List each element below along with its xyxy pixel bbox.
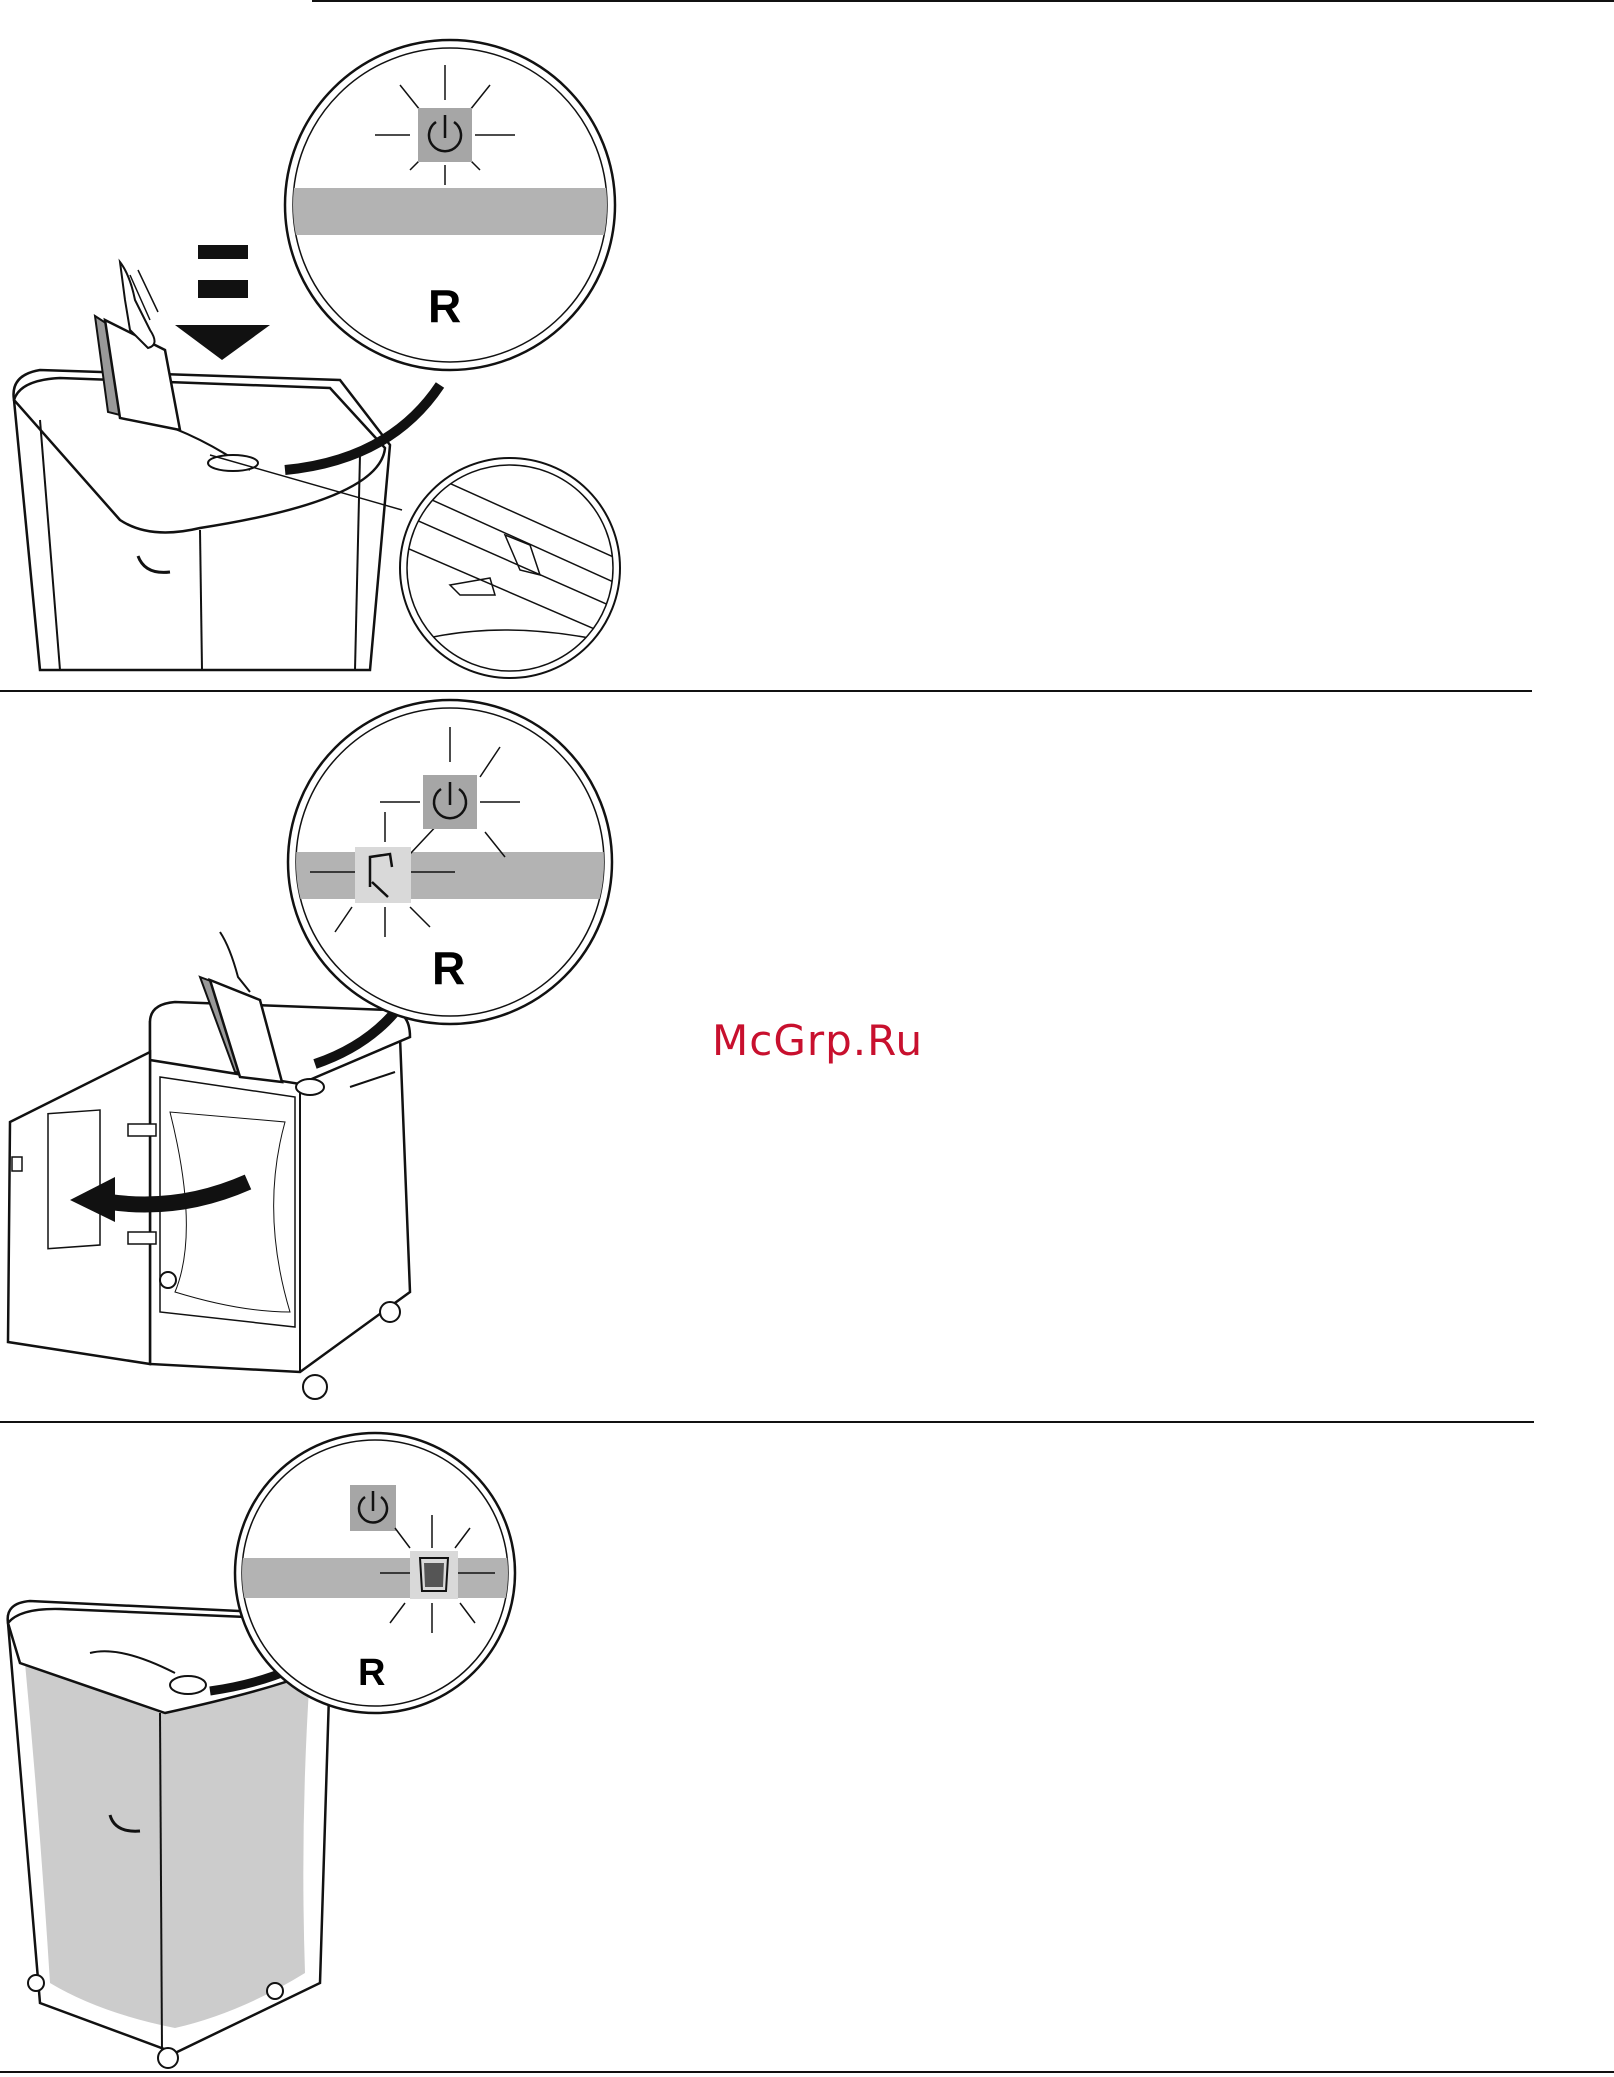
power-icon — [418, 108, 472, 162]
reset-label: R — [358, 1652, 385, 1694]
control-panel-magnified: R — [230, 1433, 530, 1713]
bottom-rule — [0, 2071, 1614, 2073]
illustration-insert-paper: R — [0, 0, 640, 690]
reset-label: R — [428, 280, 461, 332]
reset-label: R — [432, 942, 465, 994]
door-open-icon — [355, 847, 411, 903]
indicator-bar — [230, 1558, 530, 1598]
illustration-bin-full: R — [0, 1423, 640, 2071]
illustration-door-open: R — [0, 692, 640, 1421]
indicator-bar — [290, 852, 610, 899]
control-panel-magnified: R — [285, 40, 615, 370]
watermark: McGrp.Ru — [712, 1016, 923, 1065]
indicator-bar — [290, 188, 610, 235]
bin-full-icon — [410, 1551, 458, 1599]
power-icon — [350, 1485, 396, 1531]
control-panel-magnified: R — [288, 700, 612, 1024]
power-icon — [423, 775, 477, 829]
